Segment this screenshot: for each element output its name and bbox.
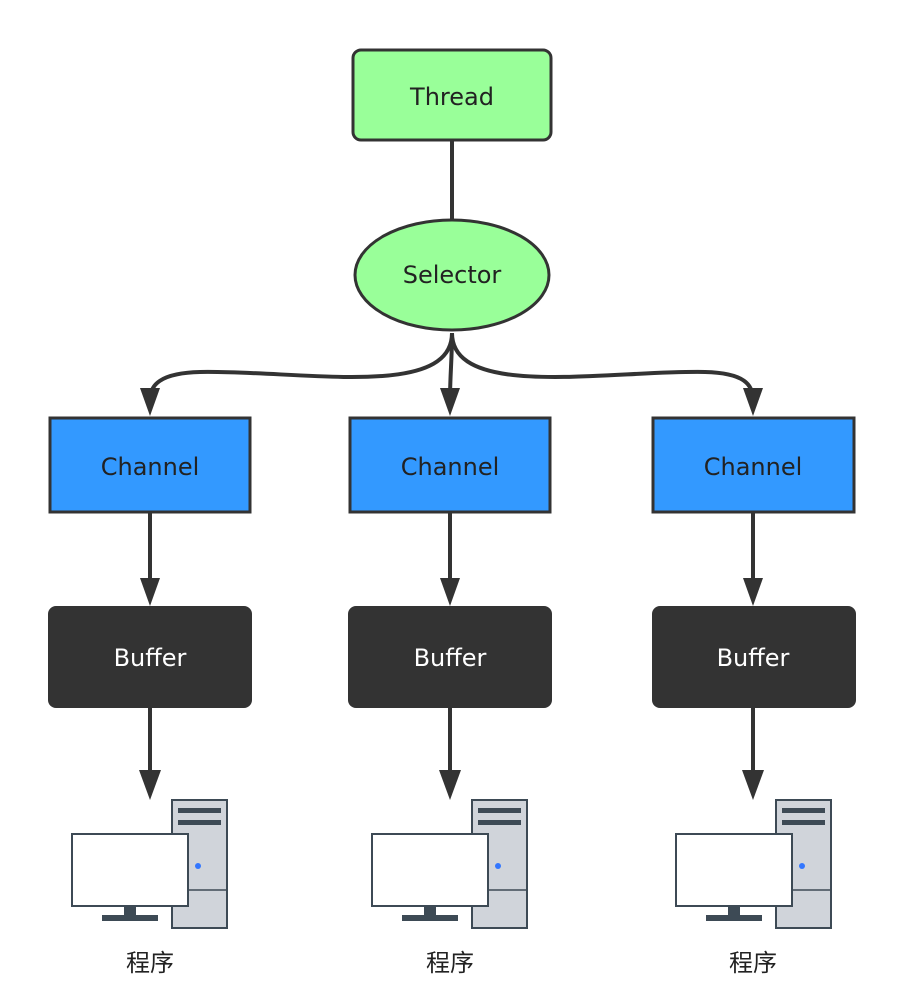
buffer-label: Buffer xyxy=(717,644,790,672)
selector-to-channel-right-edge xyxy=(450,332,755,401)
buffer-label: Buffer xyxy=(114,644,187,672)
selector-to-channel-left-edge xyxy=(148,332,454,401)
column-3: Channel Buffer 程序 xyxy=(651,416,856,977)
channel-label: Channel xyxy=(101,453,200,481)
selector-ellipse xyxy=(353,218,551,332)
arrowhead-channel-right xyxy=(743,388,763,416)
arrowhead-program xyxy=(139,770,161,800)
arrowhead-program xyxy=(742,770,764,800)
arrowhead-buffer xyxy=(440,578,460,606)
arrowhead-channel-middle xyxy=(440,388,460,416)
buffer-box xyxy=(348,606,552,708)
column-2: Channel Buffer 程序 xyxy=(348,416,552,977)
program-caption: 程序 xyxy=(426,949,474,977)
arrowhead-channel-left xyxy=(140,388,160,416)
channel-label: Channel xyxy=(401,453,500,481)
buffer-label: Buffer xyxy=(414,644,487,672)
desktop-computer-icon xyxy=(371,799,528,929)
buffer-box xyxy=(48,606,252,708)
desktop-computer-icon xyxy=(675,799,832,929)
arrowhead-buffer xyxy=(140,578,160,606)
thread-label: Thread xyxy=(409,83,494,111)
channel-box xyxy=(348,416,552,514)
desktop-computer-icon xyxy=(71,799,228,929)
thread-box xyxy=(351,48,553,142)
program-caption: 程序 xyxy=(729,949,777,977)
channel-label: Channel xyxy=(704,453,803,481)
arrowhead-buffer xyxy=(743,578,763,606)
buffer-box xyxy=(652,606,856,708)
thread-node: Thread xyxy=(351,48,553,142)
selector-label: Selector xyxy=(403,261,502,289)
column-1: Channel Buffer 程序 xyxy=(48,416,252,977)
program-caption: 程序 xyxy=(126,949,174,977)
arrowhead-program xyxy=(439,770,461,800)
channel-box xyxy=(48,416,252,514)
selector-node: Selector xyxy=(353,218,551,332)
